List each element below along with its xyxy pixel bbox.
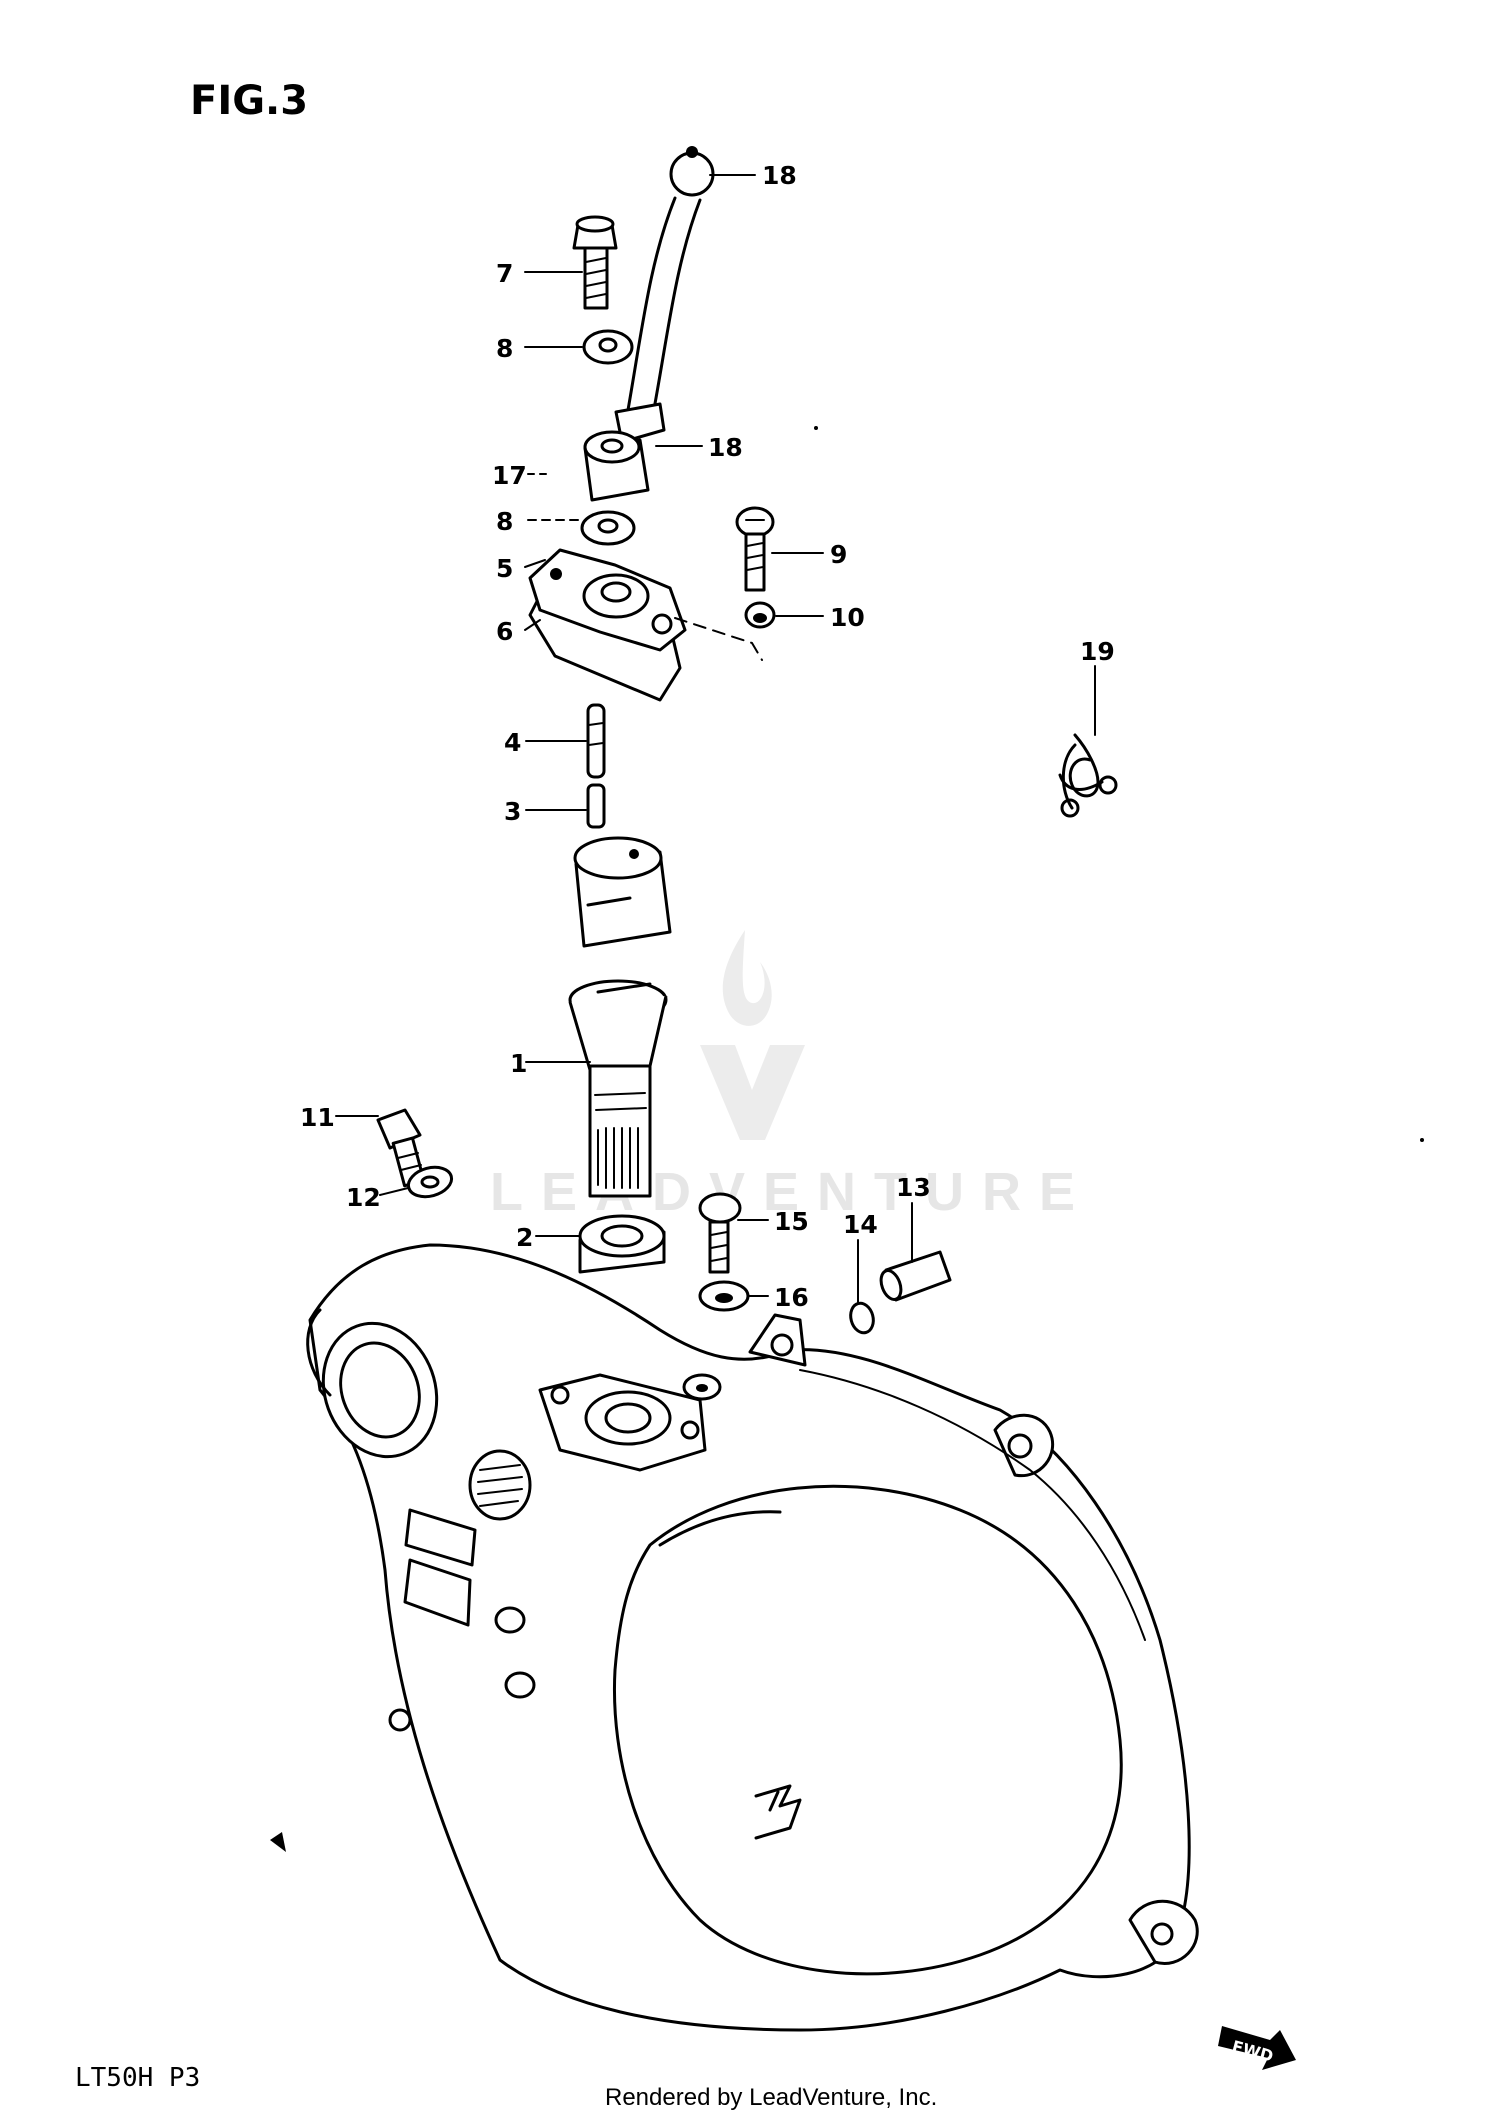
callout-18-mid: 18 [708, 433, 743, 462]
crankcase-cover [306, 1243, 1199, 2032]
callout-14: 14 [843, 1210, 878, 1239]
part-15-screw [698, 1192, 742, 1274]
callout-3: 3 [504, 797, 521, 826]
figure-title: FIG.3 [190, 78, 308, 124]
part-13-dowel [879, 1250, 952, 1302]
watermark: LEADVENTURE [490, 930, 1093, 1222]
callout-18-top: 18 [762, 161, 797, 190]
pump-body [573, 836, 672, 948]
callout-4: 4 [504, 728, 521, 757]
callout-12: 12 [346, 1183, 381, 1212]
leader-lines [335, 174, 1096, 1303]
part-8-washer-lower [580, 510, 636, 546]
part-10-washer [744, 601, 776, 629]
fwd-marker: FWD [1218, 2026, 1296, 2070]
part-12-washer [406, 1165, 454, 1199]
watermark-text: LEADVENTURE [490, 1162, 1093, 1222]
callout-8-lower: 8 [496, 507, 513, 536]
part-7-bolt [572, 215, 618, 310]
footer-credit: Rendered by LeadVenture, Inc. [605, 2084, 937, 2111]
callout-9: 9 [830, 540, 847, 569]
callout-13: 13 [896, 1173, 931, 1202]
callout-1: 1 [510, 1049, 527, 1078]
callout-17: 17 [492, 461, 527, 490]
callout-10: 10 [830, 603, 865, 632]
callout-6: 6 [496, 617, 513, 646]
part-9-screw [735, 506, 775, 592]
part-1-impeller-shaft [568, 979, 668, 1198]
leader-9-10-dashed [674, 617, 763, 661]
part-19-clip [1058, 733, 1118, 818]
callout-19: 19 [1080, 637, 1115, 666]
scan-dot [1420, 1138, 1424, 1142]
forward-arrow-icon [1218, 2026, 1296, 2070]
callouts: 18 7 8 18 17 8 5 6 9 10 19 4 3 1 11 12 2… [300, 161, 1115, 1312]
callout-8-top: 8 [496, 334, 513, 363]
part-16-washer [698, 1280, 750, 1312]
part-14-o-ring [849, 1301, 875, 1335]
part-4-shaft [586, 703, 606, 779]
part-5-pump-cover [528, 548, 687, 652]
part-8-washer-upper [582, 329, 634, 365]
callout-7: 7 [496, 259, 513, 288]
part-17-union-bolt [583, 430, 650, 502]
part-18-hose [614, 146, 715, 444]
scan-dot [814, 426, 818, 430]
watermark-logo-icon [700, 930, 805, 1140]
callout-15: 15 [774, 1207, 809, 1236]
part-3-pin [586, 783, 606, 829]
callout-16: 16 [774, 1283, 809, 1312]
callout-5: 5 [496, 554, 513, 583]
scan-mark [270, 1832, 286, 1852]
callout-11: 11 [300, 1103, 335, 1132]
callout-2: 2 [516, 1223, 533, 1252]
part-2-oil-seal [578, 1214, 666, 1274]
model-code: LT50H P3 [75, 2063, 200, 2093]
